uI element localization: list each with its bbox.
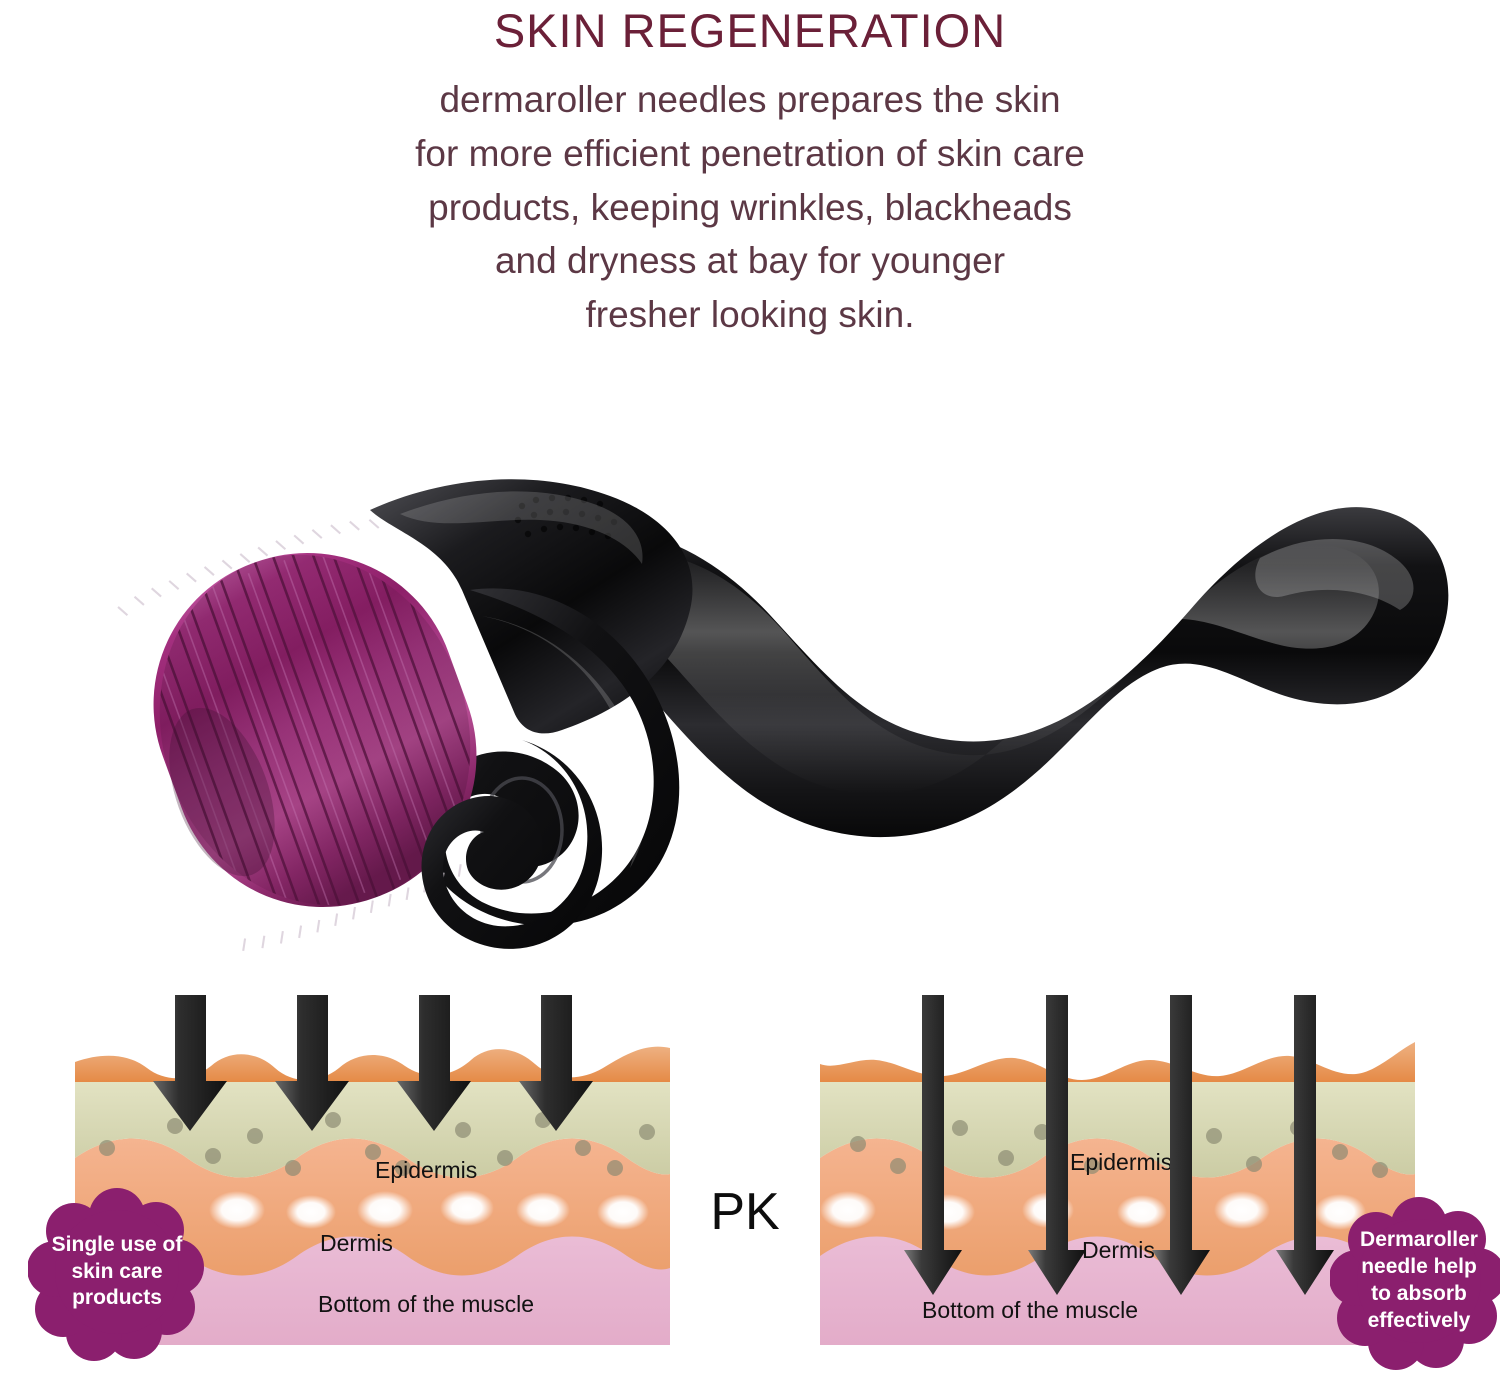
badge-right-line-2: needle help: [1361, 1255, 1477, 1279]
page-title: SKIN REGENERATION: [493, 4, 1007, 57]
fork-lower-arm: [421, 740, 603, 949]
scalloped-badge-shape: [28, 1188, 204, 1361]
badge-left-line-1: Single use of: [51, 1232, 183, 1256]
badge-petals: [1330, 1197, 1500, 1370]
needle-rings: [128, 516, 504, 943]
badge-petals: [28, 1188, 204, 1361]
badge-left-text: Single use of skin care products: [42, 1232, 192, 1313]
head-highlight: [400, 491, 643, 564]
label-muscle-left: Bottom of the muscle: [318, 1291, 534, 1317]
skin-surface: [75, 1046, 670, 1082]
badge-left-line-2: skin care: [71, 1259, 163, 1283]
subtitle-line-4: and dryness at bay for younger: [494, 240, 1006, 282]
label-dermis-left: Dermis: [320, 1230, 393, 1256]
comparison-panel-right: Epidermis Dermis Bottom of the muscle: [820, 995, 1415, 1345]
layer-epidermis: [820, 1082, 1415, 1178]
dermaroller-illustration: [117, 479, 1449, 952]
header-block: SKIN REGENERATION dermaroller needles pr…: [0, 0, 1500, 342]
subtitle-line-1: dermaroller needles prepares the skin: [439, 79, 1061, 121]
label-epidermis-left: Epidermis: [375, 1157, 477, 1183]
badge-right-text: Dermaroller needle help to absorb effect…: [1344, 1227, 1494, 1335]
skin-surface: [820, 1042, 1415, 1082]
versus-label: PK: [710, 1183, 780, 1241]
badge-right-line-4: effectively: [1367, 1308, 1471, 1332]
label-dermis-right: Dermis: [1082, 1237, 1155, 1263]
head-embossed-texture: [514, 494, 618, 540]
layer-dermis: [820, 1138, 1415, 1276]
skin-cross-section-right: Epidermis Dermis Bottom of the muscle: [820, 1042, 1415, 1345]
handle-specular: [1255, 538, 1414, 610]
subtitle-line-3: products, keeping wrinkles, blackheads: [428, 186, 1072, 228]
handle-highlight: [582, 544, 1379, 795]
badge-single-use: Single use of skin care products: [28, 1183, 206, 1361]
page-subtitle: dermaroller needles prepares the skin fo…: [0, 73, 1500, 341]
badge-right-line-3: to absorb: [1371, 1282, 1467, 1305]
label-muscle-right: Bottom of the muscle: [922, 1297, 1138, 1323]
dermis-pores: [209, 1190, 649, 1230]
badge-left-line-3: products: [72, 1286, 162, 1310]
scalloped-badge-shape: [1330, 1197, 1500, 1370]
roller-endcap: [169, 707, 275, 877]
roller-fork: [421, 588, 680, 926]
dermaroller-product-image: [70, 440, 1470, 970]
subtitle-line-5: fresher looking skin.: [585, 293, 915, 335]
label-epidermis-right: Epidermis: [1070, 1149, 1172, 1175]
badge-dermaroller-needle: Dermaroller needle help to absorb effect…: [1330, 1192, 1500, 1370]
subtitle-line-2: for more efficient penetration of skin c…: [415, 132, 1085, 174]
badge-right-line-1: Dermaroller: [1360, 1228, 1478, 1252]
